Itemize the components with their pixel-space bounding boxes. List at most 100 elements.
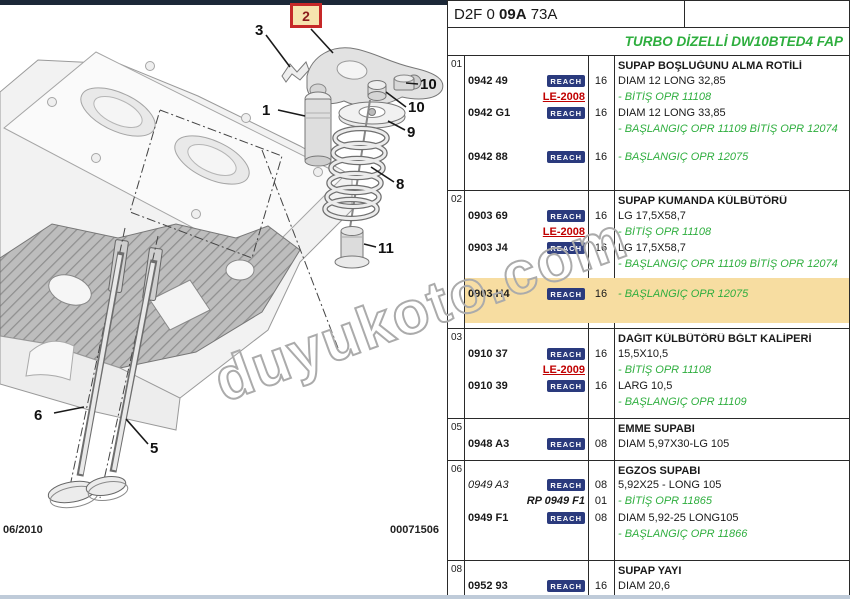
part-number[interactable]: 0903 J4 [468, 242, 508, 254]
reach-badge[interactable]: REACH [547, 512, 585, 524]
section-title: EGZOS SUPABI [618, 465, 701, 477]
section-title-row: EMME SUPABI [465, 421, 849, 437]
reach-badge[interactable]: REACH [547, 348, 585, 360]
part-number[interactable]: 0952 93 [468, 580, 508, 592]
table-row[interactable]: 0942 G1 REACH 16 DIAM 12 LONG 33,85 [465, 105, 849, 121]
callout-11: 11 [378, 240, 394, 257]
reach-badge[interactable]: REACH [547, 210, 585, 222]
part-number[interactable]: 0949 A3 [468, 479, 509, 491]
le-label[interactable]: LE-2008 [542, 226, 585, 238]
column-divider [614, 191, 615, 328]
pivot-socket-part [367, 80, 387, 101]
part-description: DIAM 5,92-25 LONG105 [618, 512, 739, 524]
column-divider [588, 56, 589, 190]
table-row[interactable]: 0949 A3 REACH 08 5,92X25 - LONG 105 [465, 477, 849, 493]
rp-replacement-label[interactable]: RP 0949 F1 [526, 495, 585, 507]
part-number[interactable]: 0942 49 [468, 75, 508, 87]
selected-row-highlight [465, 278, 849, 323]
column-divider [464, 329, 465, 418]
column-divider [464, 419, 465, 460]
table-row[interactable]: 0942 49 REACH 16 DIAM 12 LONG 32,85 [465, 73, 849, 89]
quantity: 16 [594, 151, 608, 163]
le-label[interactable]: LE-2008 [542, 91, 585, 103]
part-description: LG 17,5X58,7 [618, 242, 686, 254]
callout-2-highlighted[interactable]: 2 [290, 3, 322, 28]
part-description: DIAM 12 LONG 33,85 [618, 107, 726, 119]
part-number[interactable]: 0903 69 [468, 210, 508, 222]
reach-badge[interactable]: REACH [547, 479, 585, 491]
column-divider [588, 191, 589, 328]
catalog-date: 06/2010 [3, 524, 43, 536]
valve-stem-seal-part [334, 226, 370, 269]
applicability-note: - BAŞLANGIÇ OPR 11109 BİTİŞ OPR 12074 [618, 123, 838, 135]
part-number[interactable]: 0948 A3 [468, 438, 510, 450]
section-title: SUPAP BOŞLUĞUNU ALMA ROTİLİ [618, 60, 802, 72]
callout-6: 6 [34, 407, 43, 424]
column-divider [588, 561, 589, 599]
section-02: 02 SUPAP KUMANDA KÜLBÜTÖRÜ 0903 69 REACH… [448, 190, 849, 328]
section-01: 01 SUPAP BOŞLUĞUNU ALMA ROTİLİ 0942 49 R… [448, 55, 849, 190]
column-divider [588, 461, 589, 560]
section-title-row: SUPAP BOŞLUĞUNU ALMA ROTİLİ [465, 58, 849, 74]
page-bottom-bar [0, 595, 850, 599]
table-row[interactable]: 0910 37 REACH 16 15,5X10,5 [465, 346, 849, 362]
part-number[interactable]: 0942 G1 [468, 107, 511, 119]
part-description: DIAM 20,6 [618, 580, 670, 592]
reach-badge[interactable]: REACH [547, 380, 585, 392]
reach-badge[interactable]: REACH [547, 580, 585, 592]
part-number[interactable]: 0949 F1 [468, 512, 509, 524]
code-suffix: 73A [526, 5, 558, 23]
le-label[interactable]: LE-2009 [542, 364, 585, 376]
callout-1: 1 [262, 102, 271, 119]
column-divider [464, 461, 465, 560]
column-divider [588, 419, 589, 460]
section-title: DAĞIT KÜLBÜTÖRÜ BĞLT KALİPERİ [618, 333, 812, 345]
table-row[interactable]: 0942 88 REACH 16 - BAŞLANGIÇ OPR 12075 [465, 149, 849, 165]
valve-clip-part [281, 61, 310, 83]
table-row: - BAŞLANGIÇ OPR 11109 BİTİŞ OPR 12074 [465, 256, 849, 272]
table-row[interactable]: 0948 A3 REACH 08 DIAM 5,97X30-LG 105 [465, 436, 849, 452]
part-number[interactable]: 0910 39 [468, 380, 508, 392]
spring-retainer-part [338, 101, 406, 129]
reach-badge[interactable]: REACH [547, 438, 585, 450]
diagram-top-bar [0, 0, 447, 5]
reach-badge[interactable]: REACH [547, 107, 585, 119]
part-number[interactable]: 0903 H4 [468, 288, 510, 300]
reach-badge[interactable]: REACH [547, 151, 585, 163]
column-divider [614, 329, 615, 418]
callout-3: 3 [255, 22, 264, 39]
applicability-note: - BAŞLANGIÇ OPR 11109 BİTİŞ OPR 12074 [618, 258, 838, 270]
reach-badge[interactable]: REACH [547, 75, 585, 87]
engine-block-cutaway [0, 51, 353, 431]
applicability-note: - BİTİŞ OPR 11108 [618, 226, 712, 238]
table-row[interactable]: 0903 J4 REACH 16 LG 17,5X58,7 [465, 240, 849, 256]
section-ref: 05 [451, 422, 463, 433]
table-row: - BAŞLANGIÇ OPR 11866 [465, 526, 849, 542]
code-prefix: D2F 0 [454, 5, 500, 23]
column-divider [464, 561, 465, 599]
part-number[interactable]: 0942 88 [468, 151, 508, 163]
column-divider [588, 329, 589, 418]
quantity: 16 [594, 75, 608, 87]
header-divider [684, 1, 685, 27]
part-number[interactable]: 0910 37 [468, 348, 508, 360]
table-row[interactable]: 0952 93 REACH 16 DIAM 20,6 [465, 578, 849, 594]
reach-badge[interactable]: REACH [547, 288, 585, 300]
adjuster-nut-part [393, 74, 415, 91]
part-description: LG 17,5X58,7 [618, 210, 686, 222]
part-description: DIAM 5,97X30-LG 105 [618, 438, 730, 450]
callout-5: 5 [150, 440, 159, 457]
table-row: LE-2008 - BİTİŞ OPR 11108 [465, 224, 849, 240]
cylinder-head-exploded-drawing [0, 28, 444, 509]
section-title-row: EGZOS SUPABI [465, 463, 849, 479]
exploded-view-diagram-panel: 2 3 1 10 10 9 8 11 6 5 06/2010 00071506 [0, 0, 447, 536]
table-row[interactable]: 0910 39 REACH 16 LARG 10,5 [465, 378, 849, 394]
engine-variant-title: TURBO DİZELLİ DW10BTED4 FAP [624, 34, 843, 49]
table-row-selected[interactable]: 0903 H4 REACH 16 - BAŞLANGIÇ OPR 12075 [465, 286, 849, 302]
table-row[interactable]: 0949 F1 REACH 08 DIAM 5,92-25 LONG105 [465, 510, 849, 526]
reach-badge[interactable]: REACH [547, 242, 585, 254]
column-divider [464, 56, 465, 190]
applicability-note: - BİTİŞ OPR 11108 [618, 364, 712, 376]
section-08: 08 SUPAP YAYI 0952 93 REACH 16 DIAM 20,6 [448, 560, 849, 599]
table-row[interactable]: 0903 69 REACH 16 LG 17,5X58,7 [465, 208, 849, 224]
